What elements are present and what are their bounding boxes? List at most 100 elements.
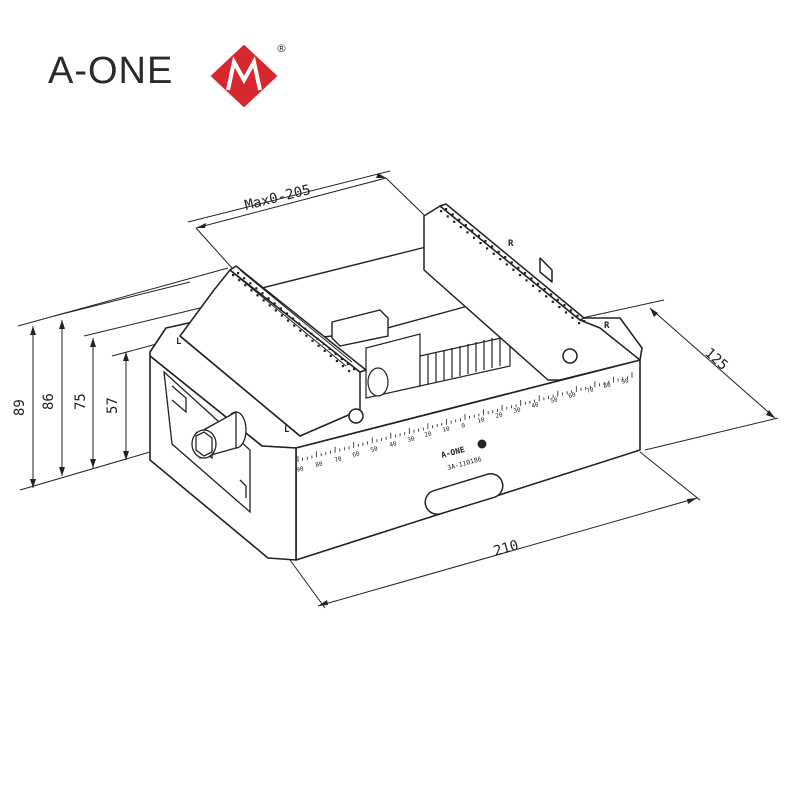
dim-height-75: 75 bbox=[73, 393, 89, 410]
left-jaw-tooth bbox=[316, 337, 319, 340]
dim-length-210: 210 bbox=[492, 537, 521, 559]
right-jaw-tooth bbox=[530, 277, 533, 280]
right-jaw-tooth bbox=[491, 245, 494, 248]
left-jaw-tooth bbox=[340, 357, 343, 361]
scale-left-3: 60 bbox=[352, 450, 361, 459]
right-jaw-tooth bbox=[523, 272, 527, 275]
left-jaw-tooth bbox=[237, 272, 240, 275]
left-jaw-tooth bbox=[293, 324, 296, 327]
scale-right-1: 20 bbox=[495, 411, 504, 420]
right-jaw-tooth bbox=[453, 220, 456, 223]
left-jaw-tooth bbox=[341, 364, 345, 368]
left-jaw-tooth bbox=[285, 312, 288, 315]
left-jaw-tooth bbox=[261, 292, 264, 295]
right-jaw-tooth bbox=[583, 320, 586, 323]
left-jaw-tooth bbox=[255, 287, 258, 290]
right-jaw-tooth bbox=[564, 311, 568, 314]
dimension-lines bbox=[17, 170, 779, 609]
left-jaw-label-front: L bbox=[284, 425, 290, 435]
dimension-arrows bbox=[30, 173, 775, 606]
dim-height-57: 57 bbox=[105, 397, 121, 414]
scale-center: 0 bbox=[461, 422, 467, 430]
left-jaw-tooth bbox=[329, 354, 332, 357]
brand-logo-icon bbox=[211, 45, 277, 107]
left-jaw-tooth bbox=[268, 304, 271, 307]
left-jaw-tooth bbox=[310, 332, 313, 335]
scale-right-0: 10 bbox=[477, 416, 486, 425]
right-jaw-tooth bbox=[578, 322, 581, 325]
right-jaw-tooth bbox=[440, 210, 443, 213]
left-jaw-tooth bbox=[274, 309, 277, 312]
left-jaw-tooth bbox=[322, 342, 325, 345]
left-jaw-tooth bbox=[267, 297, 270, 300]
scale-right-3: 40 bbox=[531, 401, 540, 410]
left-jaw-tooth bbox=[279, 307, 282, 310]
scale-left-5: 40 bbox=[389, 440, 398, 449]
handle-nut bbox=[191, 410, 247, 459]
scale-left-8: 10 bbox=[442, 425, 451, 434]
right-jaw-tooth bbox=[512, 268, 515, 271]
left-jaw-tooth bbox=[244, 284, 247, 287]
right-jaw-tooth bbox=[543, 288, 546, 291]
right-jaw-tooth bbox=[446, 215, 449, 218]
left-jaw-tooth bbox=[249, 282, 252, 285]
right-jaw-tooth bbox=[571, 316, 574, 319]
right-jaw-tooth bbox=[563, 304, 566, 307]
left-jaw-tooth bbox=[353, 368, 356, 371]
scale-left-4: 50 bbox=[370, 445, 379, 454]
right-jaw-tooth bbox=[492, 252, 495, 255]
left-jaw-tooth bbox=[256, 294, 259, 297]
left-jaw-label-top: L bbox=[176, 337, 182, 347]
right-jaw-tooth bbox=[445, 208, 448, 211]
left-jaw-tooth bbox=[348, 370, 351, 373]
rear-rail bbox=[244, 245, 470, 347]
left-jaw-tooth bbox=[238, 279, 241, 282]
right-jaw-tooth bbox=[484, 240, 487, 243]
left-jaw-tooth bbox=[280, 314, 283, 317]
right-jaw-tooth bbox=[518, 274, 522, 277]
left-jaw-tooth bbox=[305, 334, 308, 337]
dim-height-89: 89 bbox=[12, 399, 28, 416]
right-jaw-tooth bbox=[510, 261, 513, 264]
left-jaw-tooth bbox=[299, 329, 302, 332]
scale-right-5: 60 bbox=[568, 391, 577, 400]
scale-left-6: 30 bbox=[407, 435, 416, 444]
right-jaw-label-side: R bbox=[604, 321, 610, 331]
lead-screw bbox=[365, 333, 511, 399]
right-jaw-tooth bbox=[558, 306, 561, 309]
right-jaw-tooth bbox=[551, 300, 554, 303]
right-jaw-tooth bbox=[471, 229, 474, 232]
left-jaw-tooth bbox=[291, 317, 295, 320]
left-jaw-tooth bbox=[304, 327, 307, 330]
left-jaw-tooth bbox=[298, 322, 301, 325]
right-jaw-tooth bbox=[466, 231, 469, 234]
right-jaw-tooth bbox=[517, 266, 520, 269]
body-logo-icon bbox=[477, 439, 487, 449]
dim-height-86: 86 bbox=[41, 393, 57, 410]
screw-threads bbox=[427, 338, 501, 384]
right-jaw-tooth bbox=[504, 256, 507, 259]
right-jaw-tooth bbox=[499, 258, 502, 261]
left-jaw-tooth bbox=[346, 362, 350, 366]
left-jaw-teeth-dots bbox=[232, 272, 356, 373]
front-scale-numbers: 90 80 70 60 50 40 30 20 10 0 10 20 30 40… bbox=[296, 377, 630, 474]
scale-left-1: 80 bbox=[315, 460, 324, 469]
left-jaw-tooth bbox=[243, 277, 246, 280]
right-jaw-tooth bbox=[538, 290, 541, 293]
scale-right-4: 50 bbox=[550, 396, 559, 405]
registered-mark: ® bbox=[276, 42, 287, 55]
left-jaw-tooth bbox=[262, 299, 265, 302]
dim-max-opening: Max0-205 bbox=[243, 182, 312, 214]
right-jaw-tooth bbox=[569, 309, 573, 312]
right-jaw-tooth bbox=[477, 234, 481, 237]
right-jaw-tooth bbox=[486, 247, 489, 250]
right-jaw-tooth bbox=[458, 218, 461, 221]
right-jaw-label-top: R bbox=[508, 239, 514, 249]
right-jaw-tooth bbox=[545, 295, 548, 298]
right-jaw-tooth bbox=[472, 236, 476, 239]
brand-wordmark: A-ONE bbox=[48, 50, 174, 92]
right-jaw-tooth bbox=[451, 213, 454, 216]
scale-right-2: 30 bbox=[513, 406, 522, 415]
left-jaw-tooth bbox=[334, 352, 337, 355]
